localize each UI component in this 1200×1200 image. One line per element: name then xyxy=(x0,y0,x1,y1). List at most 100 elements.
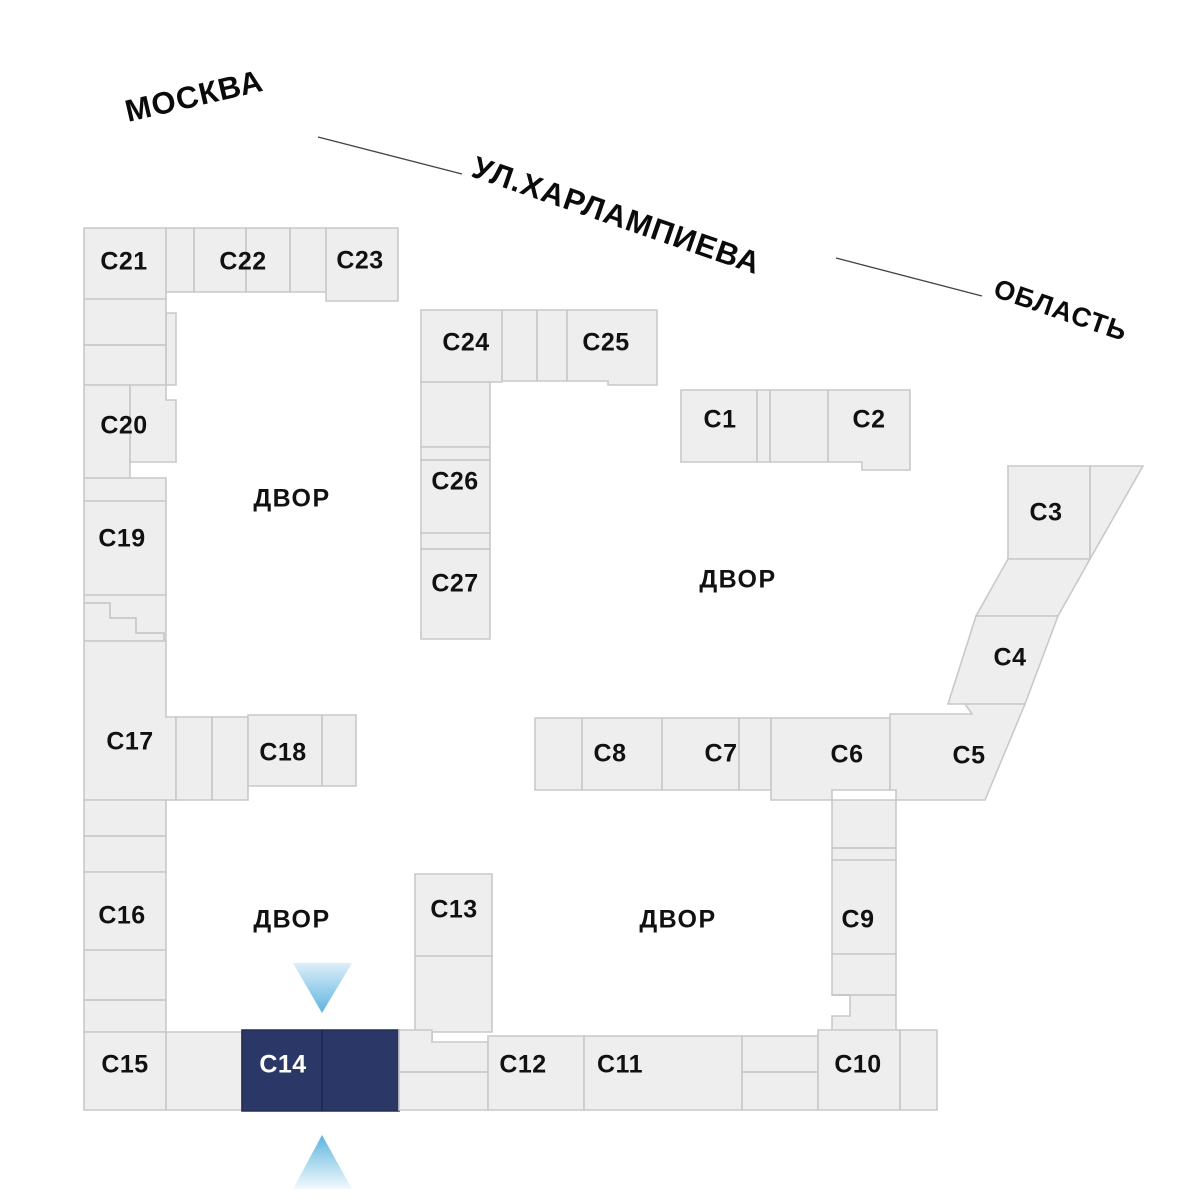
building-C10-shape[interactable] xyxy=(817,1029,938,1111)
building-C23[interactable]: C23 xyxy=(325,227,399,302)
building-C20-label: C20 xyxy=(100,412,147,440)
building-C21[interactable]: C21 xyxy=(83,227,167,300)
building-C19-label: C19 xyxy=(98,525,145,553)
road-leader-lines xyxy=(317,136,983,297)
building-C15-label: C15 xyxy=(101,1051,148,1079)
building-C9-spine-top[interactable] xyxy=(831,799,897,861)
building-C9-spine-top-shape[interactable] xyxy=(831,799,897,861)
building-C4-label: C4 xyxy=(994,644,1027,672)
building-C14-C12-connector-shape[interactable] xyxy=(398,1029,489,1111)
building-west-spine-b[interactable] xyxy=(83,477,167,502)
building-C14[interactable]: C14 xyxy=(241,1029,400,1112)
building-C14-label: C14 xyxy=(259,1051,306,1079)
yard-label-se: ДВОР xyxy=(639,906,716,934)
building-C18-label: C18 xyxy=(259,739,306,767)
building-C13-label: C13 xyxy=(430,896,477,924)
building-C26[interactable]: C26 xyxy=(420,446,491,534)
building-C8-label: C8 xyxy=(594,740,627,768)
building-C13-spine[interactable] xyxy=(414,955,493,1043)
building-C9-label: C9 xyxy=(842,906,875,934)
arrow-down-icon xyxy=(293,963,352,1013)
building-C5-label: C5 xyxy=(953,742,986,770)
building-C14-shape[interactable] xyxy=(241,1029,400,1112)
building-C5-shape[interactable] xyxy=(889,703,1027,801)
building-C4[interactable]: C4 xyxy=(946,615,1060,705)
building-C26-label: C26 xyxy=(431,468,478,496)
building-C25-label: C25 xyxy=(582,329,629,357)
building-central-spine-a-shape[interactable] xyxy=(420,381,491,448)
building-C11-C10-connector[interactable] xyxy=(741,1035,819,1111)
building-C21-label: C21 xyxy=(100,248,147,276)
building-C2[interactable]: C2 xyxy=(827,389,911,471)
building-west-spine-b-shape[interactable] xyxy=(83,477,167,502)
yard-label-ne: ДВОР xyxy=(699,566,776,594)
building-C10-label: C10 xyxy=(834,1051,881,1079)
building-C25-shape[interactable] xyxy=(566,309,658,386)
building-west-spine-a-shape[interactable] xyxy=(83,298,177,386)
building-C8[interactable]: C8 xyxy=(581,717,663,791)
building-C7-C6-connector[interactable] xyxy=(738,717,772,791)
yard-label-sw: ДВОР xyxy=(253,906,330,934)
leader-line-oblast xyxy=(835,257,983,297)
building-C25[interactable]: C25 xyxy=(566,309,658,386)
building-C2-shape[interactable] xyxy=(827,389,911,471)
building-C27[interactable]: C27 xyxy=(420,532,491,640)
building-C14-C12-connector[interactable] xyxy=(398,1029,489,1111)
building-C16[interactable]: C16 xyxy=(83,871,167,951)
building-C8-west-cap-shape[interactable] xyxy=(534,717,583,791)
building-C24-shape[interactable] xyxy=(420,309,503,383)
building-C24-C25-connector[interactable] xyxy=(501,309,568,382)
building-C19[interactable]: C19 xyxy=(83,500,167,596)
building-C10[interactable]: C10 xyxy=(817,1029,938,1111)
building-C13[interactable]: C13 xyxy=(414,873,493,957)
building-west-stair[interactable] xyxy=(83,594,167,642)
building-C23-label: C23 xyxy=(336,247,383,275)
building-C11-C10-connector-shape[interactable] xyxy=(741,1035,819,1111)
building-C1-C2-connector-shape[interactable] xyxy=(756,389,829,463)
building-C1[interactable]: C1 xyxy=(680,389,758,463)
leader-line-moskva xyxy=(317,136,463,175)
building-C17-C18-connector[interactable] xyxy=(175,716,249,801)
building-C2-label: C2 xyxy=(853,406,886,434)
building-C13-spine-shape[interactable] xyxy=(414,955,493,1043)
building-C24-C25-connector-shape[interactable] xyxy=(501,309,568,382)
building-C5[interactable]: C5 xyxy=(889,703,1027,801)
building-C15-C14-connector[interactable] xyxy=(165,1031,243,1111)
building-C17-label: C17 xyxy=(106,728,153,756)
building-C9-spine-bottom[interactable] xyxy=(831,953,897,1033)
building-C6[interactable]: C6 xyxy=(770,717,891,801)
building-C15-C14-connector-shape[interactable] xyxy=(165,1031,243,1111)
building-C12-label: C12 xyxy=(499,1051,546,1079)
building-C17[interactable]: C17 xyxy=(83,640,177,801)
building-C27-shape[interactable] xyxy=(420,532,491,640)
building-C24-label: C24 xyxy=(442,329,489,357)
building-C15[interactable]: C15 xyxy=(83,1031,167,1111)
building-C11[interactable]: C11 xyxy=(583,1035,743,1111)
building-C17-shape[interactable] xyxy=(83,640,177,801)
building-C8-west-cap[interactable] xyxy=(534,717,583,791)
building-C18[interactable]: C18 xyxy=(247,714,357,787)
building-C20[interactable]: C20 xyxy=(83,384,177,479)
building-central-spine-a[interactable] xyxy=(420,381,491,448)
building-west-spine-d-shape[interactable] xyxy=(83,949,167,1033)
building-C22-label: C22 xyxy=(219,248,266,276)
building-west-spine-a[interactable] xyxy=(83,298,177,386)
building-west-spine-c[interactable] xyxy=(83,799,167,873)
building-C6-label: C6 xyxy=(831,741,864,769)
building-C3-label: C3 xyxy=(1030,499,1063,527)
building-C16-label: C16 xyxy=(98,902,145,930)
building-C7-C6-connector-shape[interactable] xyxy=(738,717,772,791)
building-C12[interactable]: C12 xyxy=(487,1035,585,1111)
building-C7[interactable]: C7 xyxy=(661,717,740,791)
building-C22-row[interactable]: C22 xyxy=(165,227,327,293)
building-C18-shape[interactable] xyxy=(247,714,357,787)
building-west-spine-d[interactable] xyxy=(83,949,167,1033)
building-C9[interactable]: C9 xyxy=(831,859,897,955)
building-C9-spine-bottom-shape[interactable] xyxy=(831,953,897,1033)
building-C1-C2-connector[interactable] xyxy=(756,389,829,463)
building-C24[interactable]: C24 xyxy=(420,309,503,383)
building-C23-shape[interactable] xyxy=(325,227,399,302)
building-C1-label: C1 xyxy=(704,406,737,434)
